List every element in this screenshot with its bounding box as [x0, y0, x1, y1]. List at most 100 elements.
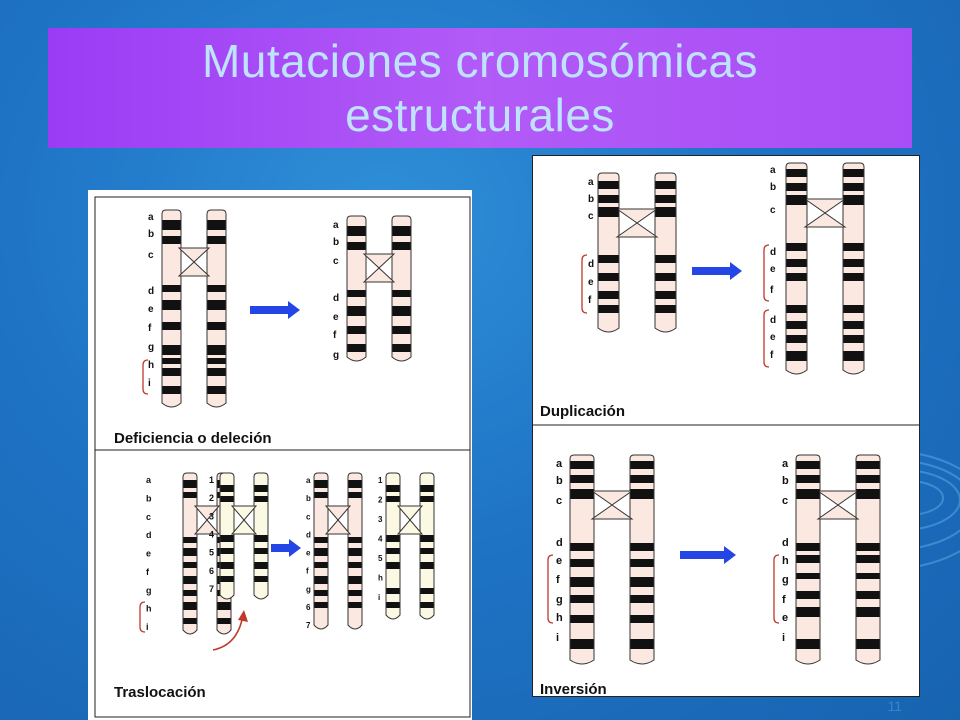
chromosome-band — [598, 273, 619, 281]
band-label: h — [148, 360, 154, 371]
chromosome-band — [843, 351, 864, 361]
slide-title: Mutaciones cromosómicas estructurales — [48, 28, 912, 148]
left-chromatid — [346, 215, 367, 362]
chromosome-band — [314, 480, 328, 488]
chromosome-band — [254, 576, 268, 582]
centromere — [362, 253, 396, 283]
band-label: c — [588, 211, 594, 222]
band-label: b — [333, 237, 339, 248]
chromosome-band — [314, 602, 328, 608]
chromosome-band — [386, 602, 400, 608]
chromosome-band — [386, 485, 400, 492]
chromosome-band — [856, 543, 880, 551]
chromosome-band — [655, 291, 676, 299]
chromosome-band — [796, 489, 820, 499]
band-label: e — [770, 332, 776, 343]
chromosome-band — [386, 535, 400, 542]
band-label: 4 — [209, 530, 214, 540]
chromosome-translocation-a-after — [313, 472, 363, 630]
right-arrow-icon — [692, 262, 742, 280]
chromosome-band — [630, 559, 654, 567]
chromosome-band — [347, 344, 366, 352]
centromere — [230, 505, 258, 535]
band-label: a — [770, 165, 776, 176]
chromosome-band — [786, 259, 807, 267]
chromosome-band — [183, 537, 197, 543]
chromosome-band — [220, 548, 234, 554]
band-label: f — [782, 594, 786, 606]
band-label: c — [146, 512, 151, 522]
chromosome-band — [314, 548, 328, 556]
chromosome-band — [856, 461, 880, 469]
chromosome-band — [217, 602, 231, 610]
chromosome-band — [207, 345, 226, 355]
chromosome-band — [796, 543, 820, 551]
chromosome-band — [796, 475, 820, 483]
band-label: d — [306, 530, 311, 539]
chromosome-translocation-b-after — [385, 472, 435, 620]
chromosome-band — [630, 639, 654, 649]
band-label: a — [306, 476, 311, 485]
band-label: 5 — [378, 554, 383, 563]
chromosome-band — [630, 615, 654, 623]
chromosome-band — [207, 300, 226, 310]
chromosome-band — [570, 489, 594, 499]
band-label: e — [556, 555, 562, 567]
chromosome-band — [856, 489, 880, 499]
chromosome-translocation-b — [219, 472, 269, 600]
chromosome-band — [598, 255, 619, 263]
chromosome-band — [392, 226, 411, 236]
chromosome-band — [843, 259, 864, 267]
chromosome-band — [207, 236, 226, 244]
arrow-head-icon — [238, 610, 248, 622]
band-label: e — [770, 264, 776, 275]
band-label: b — [556, 475, 563, 487]
band-label: e — [782, 612, 788, 624]
chromosome-band — [843, 335, 864, 343]
band-label: a — [146, 475, 152, 485]
centromere — [590, 490, 634, 520]
centromere — [803, 198, 847, 228]
chromosome-band — [162, 236, 181, 244]
band-label: c — [782, 495, 788, 507]
chromosome-band — [183, 492, 197, 498]
band-label: g — [148, 342, 154, 353]
chromosome-band — [856, 555, 880, 563]
chromosome-band — [207, 368, 226, 376]
centromere — [396, 505, 424, 535]
chromosome-band — [183, 562, 197, 568]
right-arrow-icon — [250, 301, 300, 319]
chromosome-band — [843, 169, 864, 177]
chromosome-band — [207, 322, 226, 330]
chromosome-band — [630, 595, 654, 603]
chromosome-band — [786, 169, 807, 177]
chromosome-band — [786, 195, 807, 205]
band-label: h — [556, 612, 563, 624]
chromosome-band — [570, 475, 594, 483]
chromosome-band — [314, 576, 328, 584]
band-label: f — [588, 295, 592, 306]
chromosome-band — [420, 602, 434, 608]
chromosome-band — [207, 358, 226, 364]
chromosome-band — [207, 220, 226, 230]
band-label: d — [556, 537, 563, 549]
chromosome-band — [796, 607, 820, 617]
centromere — [816, 490, 860, 520]
chromosome-band — [162, 358, 181, 364]
chromosome-band — [786, 335, 807, 343]
band-label: b — [588, 194, 594, 205]
title-line-2: estructurales — [345, 89, 615, 141]
chromosome-band — [183, 548, 197, 556]
chromosome-band — [843, 183, 864, 191]
band-label: g — [146, 585, 152, 595]
chromosome-band — [843, 273, 864, 281]
band-label: b — [782, 475, 789, 487]
chromosome-band — [420, 588, 434, 594]
chromosome-band — [162, 386, 181, 394]
segment-bracket — [142, 359, 149, 395]
chromosome-band — [630, 577, 654, 587]
band-label: d — [146, 530, 152, 540]
chromosome-band — [386, 496, 400, 502]
chromosome-before-inversion — [569, 454, 655, 665]
chromosome-band — [220, 485, 234, 492]
